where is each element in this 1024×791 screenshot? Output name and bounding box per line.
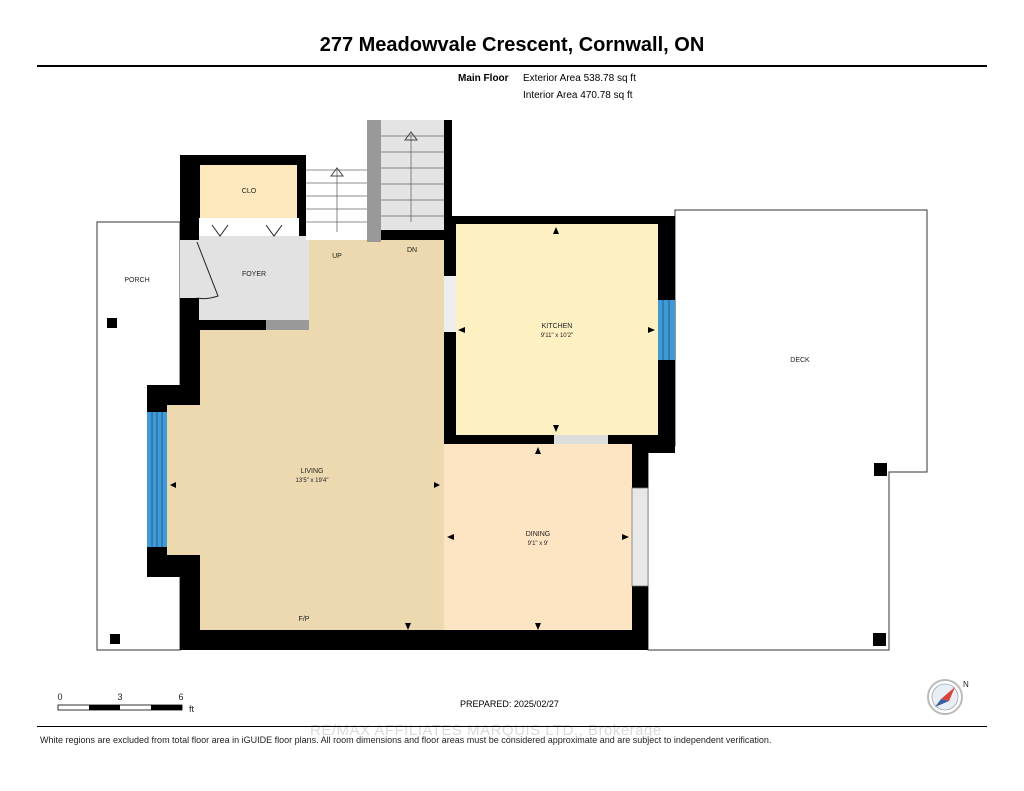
scale-tick-0: 0: [57, 692, 62, 702]
living-dimensions: 13'5" x 19'4": [296, 478, 329, 484]
fireplace-label: F/P: [299, 616, 310, 623]
scale-bar: [57, 704, 183, 711]
living-label: LIVING: [301, 468, 324, 475]
stairs-up-treads: [306, 169, 367, 232]
stairs-up: [306, 160, 367, 240]
porch-post: [110, 634, 120, 644]
dining-dimensions: 9'1" x 9': [528, 541, 549, 547]
stairs-down-label: DN: [407, 247, 417, 254]
stairs-up-arrow: [330, 167, 344, 177]
scale-tick-3: 3: [117, 692, 122, 702]
kitchen-dimensions: 9'11" x 10'2": [541, 333, 573, 339]
entry-door-frame: [180, 240, 199, 298]
foyer-room: [199, 236, 309, 320]
deck-post: [874, 463, 887, 476]
exterior-area: Exterior Area 538.78 sq ft: [523, 73, 636, 84]
kitchen-opening: [444, 276, 456, 332]
closet-doors: [199, 218, 299, 236]
stair-rail: [367, 120, 381, 242]
stairs-down-arrow: [404, 131, 418, 141]
living-room: [167, 240, 444, 630]
deck-area: [647, 209, 928, 651]
kitchen-window: [658, 300, 675, 360]
deck-label: DECK: [790, 357, 810, 364]
closet-label: CLO: [242, 188, 257, 195]
dining-room: [444, 444, 632, 630]
kitchen-label: KITCHEN: [542, 323, 573, 330]
porch-label: PORCH: [124, 277, 149, 284]
disclaimer: White regions are excluded from total fl…: [40, 735, 772, 745]
kitchen-south-wall: [444, 435, 658, 444]
living-window-panes: [151, 412, 163, 547]
dining-patio-door: [631, 487, 649, 587]
entry-door: [196, 241, 219, 300]
kitchen-west-wall: [444, 222, 456, 444]
compass-icon: [927, 679, 963, 715]
foyer-label: FOYER: [242, 271, 266, 278]
stairs-down: [381, 120, 444, 230]
title-divider: [37, 65, 987, 67]
compass-north-label: N: [963, 680, 969, 689]
foyer-opening: [266, 320, 309, 330]
dimension-markers: [170, 227, 655, 630]
prepared-date: PREPARED: 2025/02/27: [460, 699, 559, 709]
stairs-down-treads: [381, 134, 444, 222]
kitchen-room: [456, 224, 658, 435]
dining-label: DINING: [526, 531, 551, 538]
deck-post: [873, 633, 886, 646]
stairs-up-label: UP: [332, 253, 342, 260]
footer-divider: [37, 726, 987, 727]
dining-kitchen-opening: [554, 435, 608, 444]
porch-post: [107, 318, 117, 328]
scale-unit: ft: [189, 704, 195, 714]
floor-name: Main Floor: [458, 73, 509, 84]
closet-door-left: [211, 224, 229, 237]
page-title: 277 Meadowvale Crescent, Cornwall, ON: [319, 34, 705, 56]
closet-room: [200, 165, 297, 218]
kitchen-window-panes: [662, 300, 670, 360]
closet-door-right: [265, 224, 283, 237]
interior-area: Interior Area 470.78 sq ft: [523, 90, 633, 101]
scale-tick-6: 6: [178, 692, 183, 702]
